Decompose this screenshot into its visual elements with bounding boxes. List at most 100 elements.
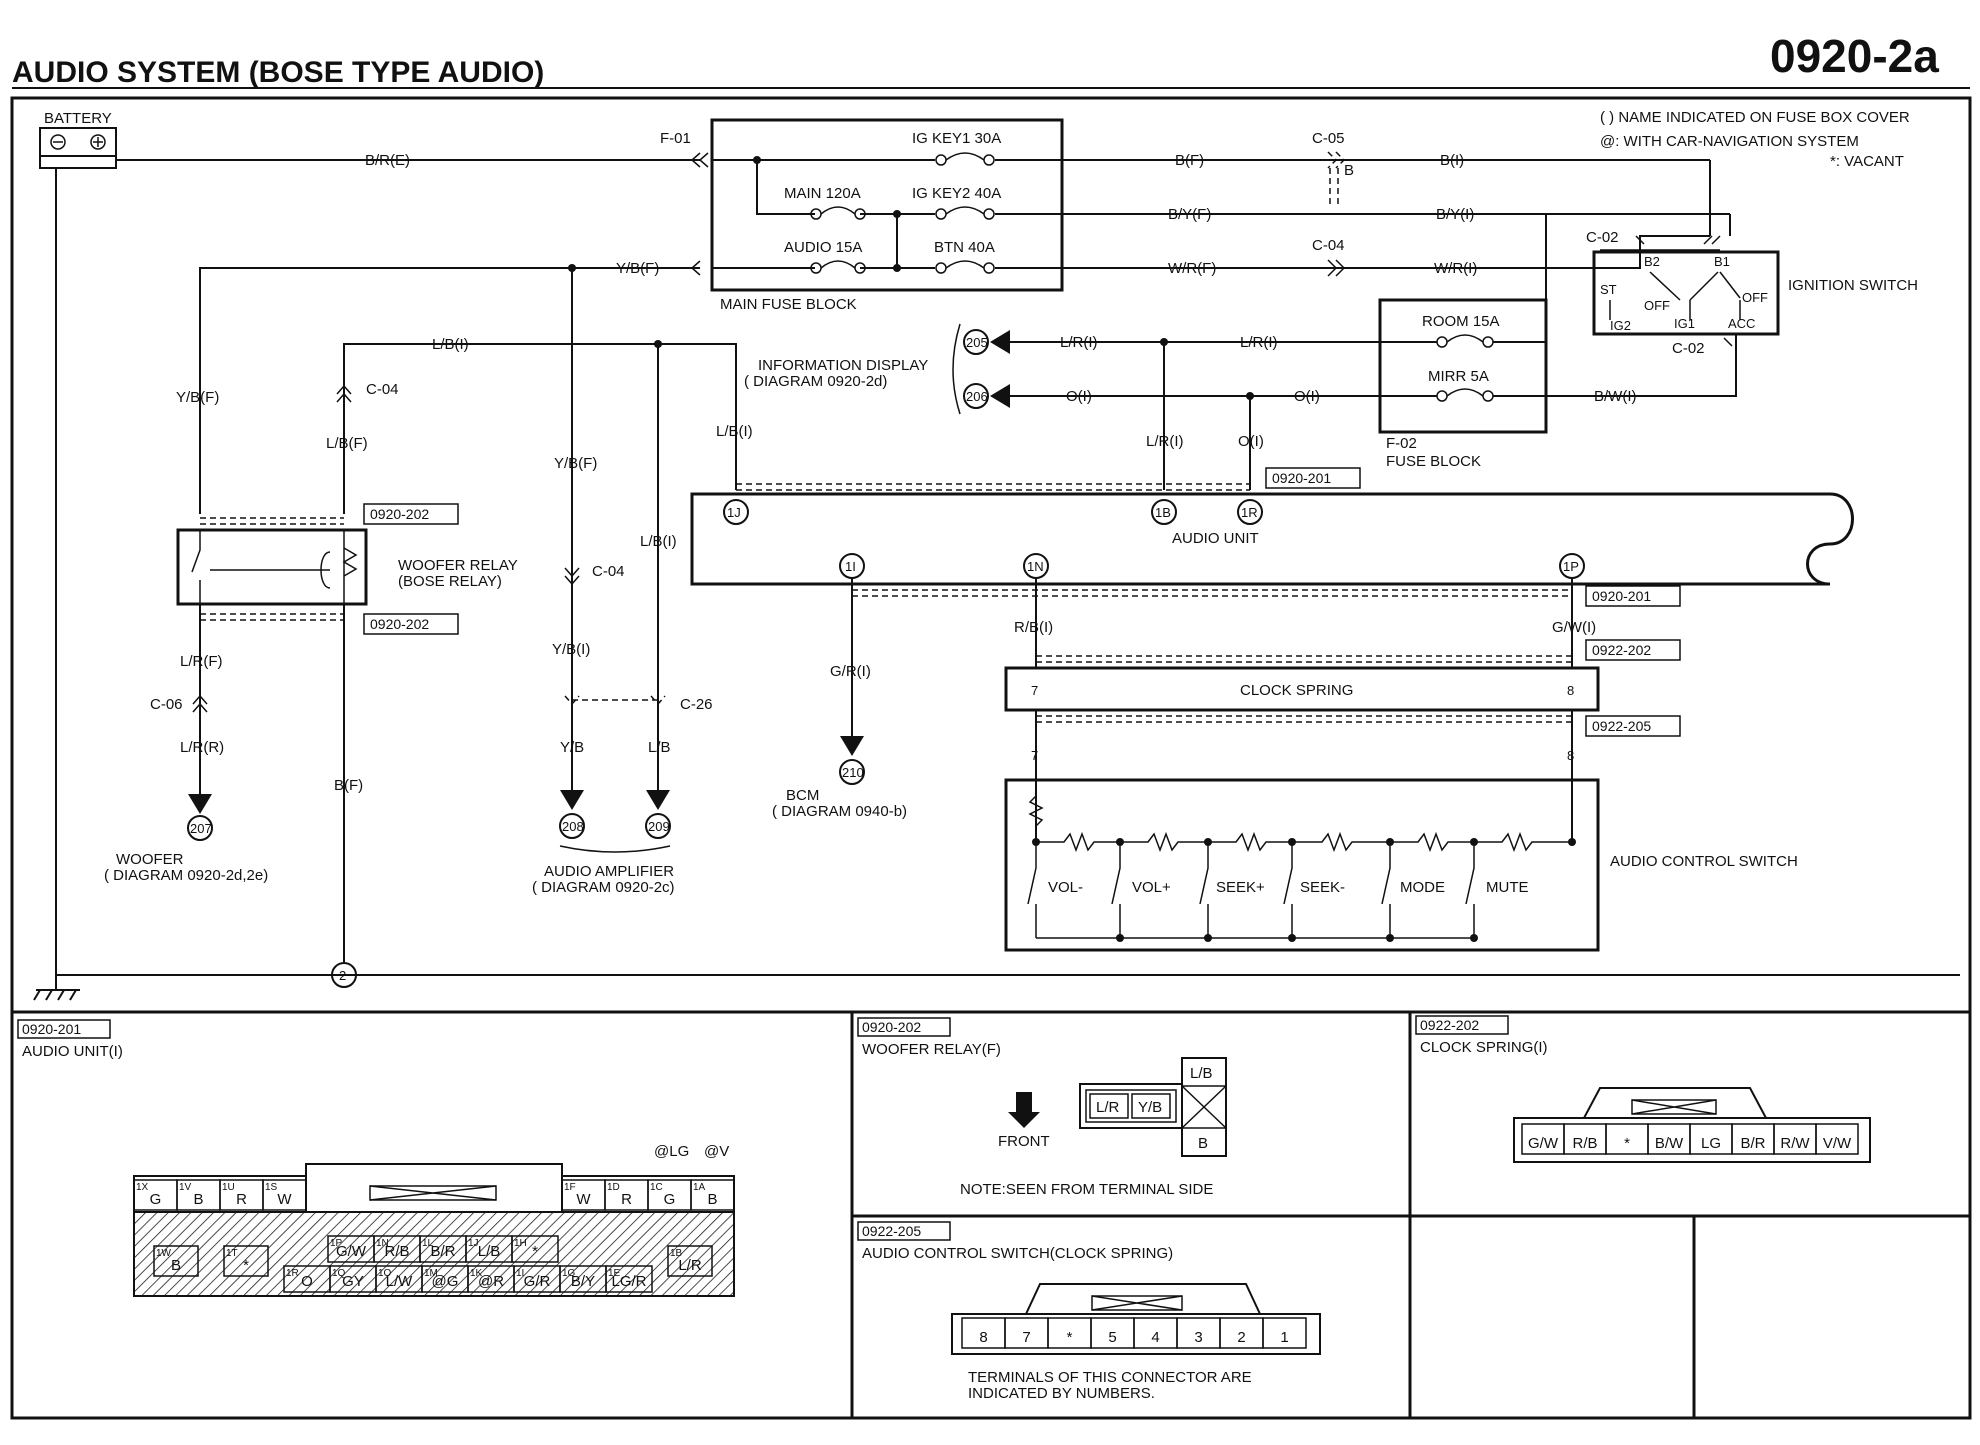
- au-b-pin-id: 1B: [670, 1248, 683, 1259]
- amp-bracket: [559, 845, 671, 853]
- fuse-symbols: [810, 152, 995, 274]
- front-arrow: [1008, 1092, 1040, 1128]
- panel-au-title: AUDIO UNIT(I): [22, 1043, 123, 1060]
- pin-1r-label: 1R: [1241, 505, 1258, 520]
- legend-line1: ( ) NAME INDICATED ON FUSE BOX COVER: [1600, 109, 1910, 126]
- arrow-206: [990, 384, 1010, 408]
- pin-1p-label: 1P: [1563, 559, 1579, 574]
- switch-vol-plus: VOL+: [1132, 879, 1171, 896]
- diagram-code: 0920-2a: [1770, 30, 1939, 82]
- au-top-right-pin-value: B: [707, 1191, 717, 1208]
- fuse-audio: AUDIO 15A: [784, 239, 862, 256]
- ign-b1: B1: [1714, 254, 1730, 269]
- wire-gr-i-label: G/R(I): [830, 663, 871, 680]
- pin-1n-label: 1N: [1027, 559, 1044, 574]
- wire-lr-i-top-label: L/R(I): [1060, 334, 1098, 351]
- connector-c04-mid-mark: [564, 567, 580, 586]
- battery-neg-terminal: [50, 134, 66, 150]
- acs-pin-value: 2: [1237, 1329, 1245, 1346]
- info-display-label-a: INFORMATION DISPLAY: [758, 357, 928, 374]
- ground-207: [187, 815, 213, 841]
- ground-208: [559, 813, 585, 839]
- cs-pin-8: 8: [1567, 683, 1574, 698]
- fuse-main: MAIN 120A: [784, 185, 861, 202]
- pin-1j: [723, 499, 749, 525]
- au-top-right-pin-value: W: [576, 1191, 591, 1208]
- wire-lb-i-top: [343, 343, 737, 514]
- ground-205-label: 205: [966, 335, 988, 350]
- cs-pin-value: R/B: [1572, 1135, 1597, 1152]
- au-row2-pin-value: @R: [478, 1273, 504, 1290]
- ign-st: ST: [1600, 282, 1617, 297]
- wire-yb-f-amp-label: Y/B(F): [554, 455, 597, 472]
- fuse-ig-key1: IG KEY1 30A: [912, 130, 1001, 147]
- au-t-pin-value: *: [243, 1257, 249, 1274]
- node-lb: [654, 340, 662, 348]
- main-fuse-block: [710, 118, 1064, 292]
- ground-210-label: 210: [842, 765, 864, 780]
- cs-pin-value: V/W: [1823, 1135, 1852, 1152]
- cs-pin-value: B/R: [1740, 1135, 1765, 1152]
- ref-202-top: [363, 503, 459, 525]
- cs-pin-7: 7: [1031, 683, 1038, 698]
- connector-c04-mid: C-04: [592, 563, 625, 580]
- au-row1-pin-value: G/W: [336, 1243, 367, 1260]
- pin-1r: [1237, 499, 1263, 525]
- wire-by-f-label: B/Y(F): [1168, 206, 1211, 223]
- wire-b-f-label: B(F): [1175, 152, 1204, 169]
- main-fuse-block-label: MAIN FUSE BLOCK: [720, 296, 857, 313]
- wire-wr-i-label: W/R(I): [1434, 260, 1477, 277]
- cs-pin-value: R/W: [1780, 1135, 1810, 1152]
- au-b-cell: [667, 1245, 713, 1277]
- panel-acs-title: AUDIO CONTROL SWITCH(CLOCK SPRING): [862, 1245, 1173, 1262]
- f02-label-b: FUSE BLOCK: [1386, 453, 1481, 470]
- connector-c04-left: C-04: [366, 381, 399, 398]
- wire-lr-f-label: L/R(F): [180, 653, 223, 670]
- f02-label-a: F-02: [1386, 435, 1417, 452]
- legend-line3: *: VACANT: [1830, 153, 1904, 170]
- ignition-switch: [1592, 250, 1780, 336]
- ground-symbol: [33, 989, 80, 1001]
- acs-pin-value: 1: [1280, 1329, 1288, 1346]
- ref-222-205: [1585, 715, 1681, 737]
- ground-210: [839, 759, 865, 785]
- au-w-pin-id: 1W: [156, 1248, 172, 1259]
- info-display-label-b: ( DIAGRAM 0920-2d): [744, 373, 887, 390]
- wire-lr-i-drop-label: L/R(I): [1146, 433, 1184, 450]
- panel-wr-pin-b: B: [1198, 1135, 1208, 1152]
- acs-pin-value: 7: [1022, 1329, 1030, 1346]
- ground-206: [963, 383, 989, 409]
- au-row2-pin-value: B/Y: [571, 1273, 595, 1290]
- woofer-label-b: ( DIAGRAM 0920-2d,2e): [104, 867, 268, 884]
- panel-wr-title: WOOFER RELAY(F): [862, 1041, 1001, 1058]
- ignition-contacts: [1609, 271, 1741, 320]
- au-row2-pin-id: 1G: [562, 1268, 576, 1279]
- audio-unit-dash-bot: [852, 589, 1572, 597]
- audio-control-switch: [1004, 778, 1600, 952]
- panel-au-ref: 0920-201: [22, 1021, 81, 1037]
- arrow-205: [990, 330, 1010, 354]
- woofer-relay-label-b: (BOSE RELAY): [398, 573, 502, 590]
- switch-mute: MUTE: [1486, 879, 1529, 896]
- node-yb: [568, 264, 576, 272]
- node-fuse2: [893, 210, 901, 218]
- connector-c05-mark: [1327, 151, 1346, 208]
- wire-lr-i-top-label2: L/R(I): [1240, 334, 1278, 351]
- wire-yb-label: Y/B: [560, 739, 584, 756]
- connector-c04-top: C-04: [1312, 237, 1345, 254]
- wire-b-i-label: B(I): [1440, 152, 1464, 169]
- wire-br-e: B/R(E): [365, 152, 410, 169]
- panel-wr-pin-yb: Y/B: [1138, 1099, 1162, 1116]
- woofer-relay-dash-top: [200, 517, 344, 525]
- pin-1i-label: 1I: [845, 559, 856, 574]
- au-top-right-cell: [690, 1179, 735, 1211]
- switch-seek-minus: SEEK-: [1300, 879, 1345, 896]
- wire-o-i-top-label2: O(I): [1294, 388, 1320, 405]
- amp-label-b: ( DIAGRAM 0920-2c): [532, 879, 675, 896]
- au-t-cell: [223, 1245, 269, 1277]
- au-row1-pin-id: 1L: [422, 1238, 434, 1249]
- woofer-relay-dash-bot: [200, 613, 344, 621]
